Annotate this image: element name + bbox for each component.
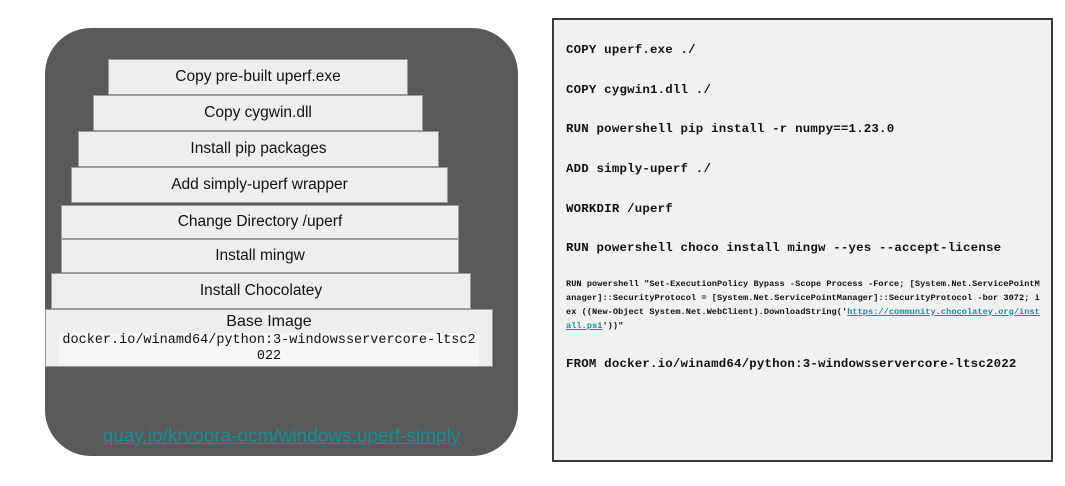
layer-label: Copy cygwin.dll [204, 104, 312, 122]
container-image-stack-panel: Copy pre-built uperf.exe Copy cygwin.dll… [45, 28, 518, 456]
layer-install-pip-packages[interactable]: Install pip packages [78, 131, 439, 167]
chocolatey-install-script-link[interactable]: https://community.chocolatey.org/install… [566, 306, 1040, 331]
dockerfile-line-from: FROM docker.io/winamd64/python:3-windows… [566, 356, 1017, 371]
dockerfile-line-workdir: WORKDIR /uperf [566, 201, 673, 216]
layer-label: Install pip packages [190, 140, 327, 158]
layer-install-chocolatey[interactable]: Install Chocolatey [51, 273, 471, 309]
layer-copy-cygwin-dll[interactable]: Copy cygwin.dll [93, 95, 423, 131]
dockerfile-line-run-pip: RUN powershell pip install -r numpy==1.2… [566, 122, 895, 137]
layer-label: Add simply-uperf wrapper [171, 176, 348, 194]
layer-label: Change Directory /uperf [177, 213, 343, 231]
base-image-reference: docker.io/winamd64/python:3-windowsserve… [59, 332, 479, 365]
dockerfile-line-add-simply-uperf: ADD simply-uperf ./ [566, 161, 712, 176]
layer-change-directory[interactable]: Change Directory /uperf [61, 205, 459, 239]
layer-label: Copy pre-built uperf.exe [175, 68, 341, 86]
dockerfile-line-run-install-chocolatey: RUN powershell "Set-ExecutionPolicy Bypa… [566, 278, 1041, 334]
dockerfile-line-run-choco-mingw: RUN powershell choco install mingw --yes… [566, 241, 1002, 256]
layer-base-image[interactable]: Base Image docker.io/winamd64/python:3-w… [45, 309, 493, 367]
layer-label: Install Chocolatey [199, 282, 323, 300]
layer-install-mingw[interactable]: Install mingw [61, 239, 459, 273]
dockerfile-line-copy-uperf: COPY uperf.exe ./ [566, 43, 696, 57]
dockerfile-panel: COPY uperf.exe ./ COPY cygwin1.dll ./ RU… [552, 18, 1053, 462]
layer-add-simply-uperf-wrapper[interactable]: Add simply-uperf wrapper [71, 167, 448, 203]
layer-copy-uperf[interactable]: Copy pre-built uperf.exe [108, 59, 408, 95]
choco-command-suffix: '))" [602, 320, 624, 331]
choco-command-prefix: RUN powershell "Set-ExecutionPolicy Bypa… [566, 278, 1040, 317]
dockerfile-line-copy-cygwin: COPY cygwin1.dll ./ [566, 82, 712, 97]
layer-label: Install mingw [215, 247, 305, 265]
base-image-title: Base Image [226, 312, 312, 330]
registry-image-link[interactable]: quay.io/krvoora-ocm/windows:uperf-simply [102, 426, 461, 447]
